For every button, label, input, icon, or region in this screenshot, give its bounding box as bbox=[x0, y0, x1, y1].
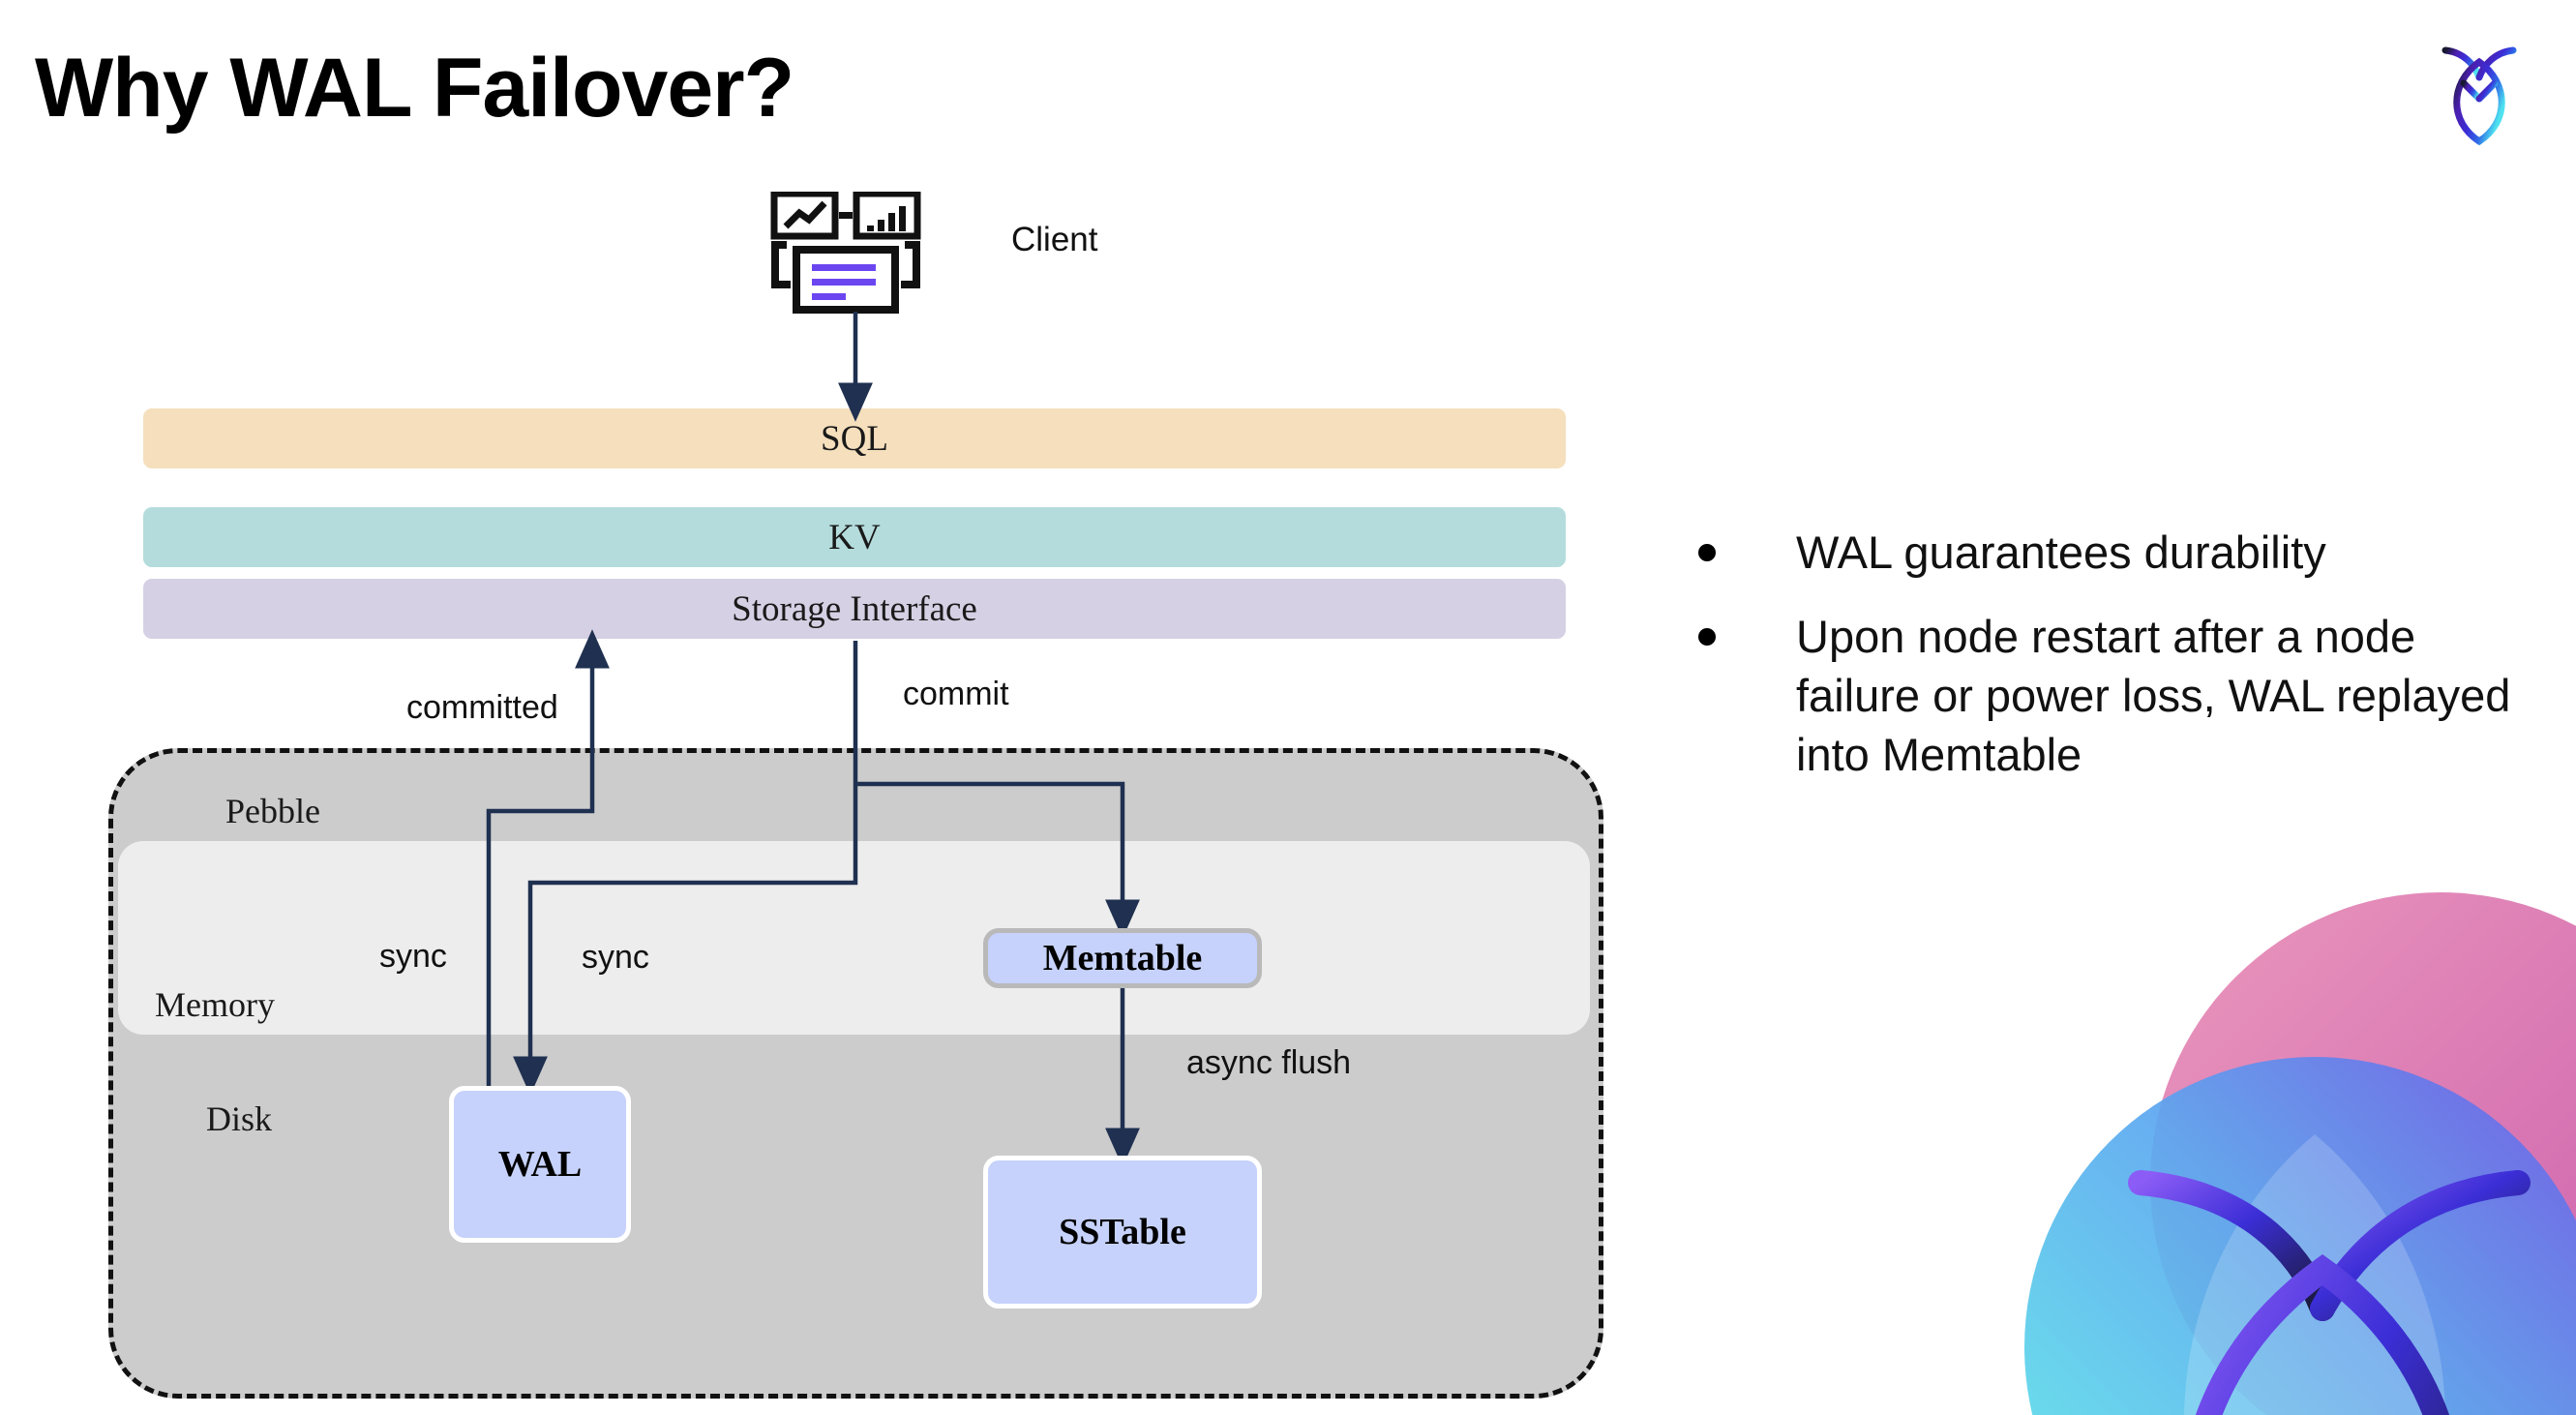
bullet-dot-icon bbox=[1698, 544, 1716, 561]
edge-label-async-flush: async flush bbox=[1186, 1044, 1352, 1081]
memory-label: Memory bbox=[155, 985, 275, 1024]
architecture-diagram: Client SQL KV Storage Interface Pebble M… bbox=[108, 190, 1603, 1399]
layer-bar-sql[interactable]: SQL bbox=[143, 408, 1566, 468]
node-memtable[interactable]: Memtable bbox=[983, 928, 1262, 988]
layer-bar-storage-interface[interactable]: Storage Interface bbox=[143, 579, 1566, 639]
list-item: WAL guarantees durability bbox=[1698, 523, 2531, 582]
list-item: Upon node restart after a node failure o… bbox=[1698, 607, 2531, 784]
edge-label-committed: committed bbox=[406, 689, 558, 726]
disk-label: Disk bbox=[206, 1099, 273, 1138]
pebble-label: Pebble bbox=[225, 792, 320, 830]
edge-label-sync-right: sync bbox=[582, 939, 649, 976]
layer-bar-kv[interactable]: KV bbox=[143, 507, 1566, 567]
edge-label-sync-left: sync bbox=[379, 938, 447, 975]
cockroachdb-watermark-icon bbox=[1899, 892, 2576, 1415]
bullet-list: WAL guarantees durability Upon node rest… bbox=[1698, 523, 2531, 809]
client-label: Client bbox=[1011, 221, 1098, 258]
client-dashboard-icon bbox=[769, 190, 934, 317]
page-title: Why WAL Failover? bbox=[35, 42, 794, 135]
cockroachdb-logo-icon bbox=[2416, 29, 2542, 150]
memory-region bbox=[118, 841, 1590, 1035]
bullet-text: WAL guarantees durability bbox=[1796, 527, 2326, 578]
bullet-dot-icon bbox=[1698, 628, 1716, 647]
node-wal[interactable]: WAL bbox=[449, 1086, 631, 1243]
edge-label-commit: commit bbox=[903, 676, 1009, 712]
bullet-text: Upon node restart after a node failure o… bbox=[1796, 611, 2511, 781]
node-sstable[interactable]: SSTable bbox=[983, 1156, 1262, 1309]
